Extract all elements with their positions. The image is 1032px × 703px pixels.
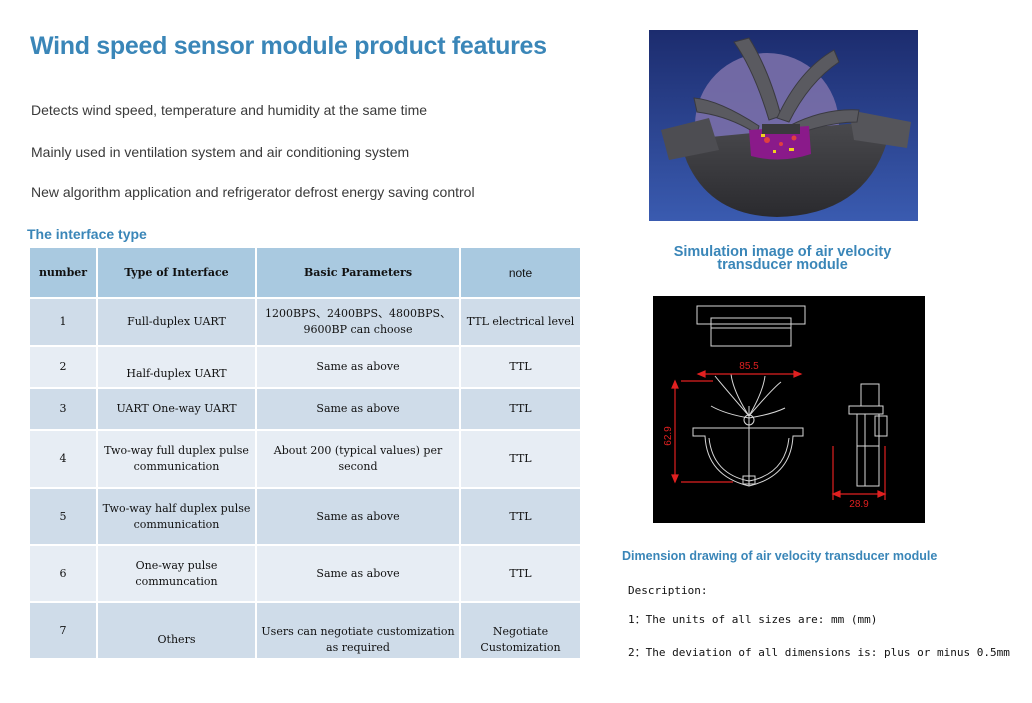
feature-item: New algorithm application and refrigerat…: [31, 184, 475, 200]
table-row: 6 One-way pulse communcation Same as abo…: [28, 544, 582, 603]
cell-note: TTL: [459, 345, 582, 389]
interface-table: number Type of Interface Basic Parameter…: [28, 246, 582, 660]
table-row: 5 Two-way half duplex pulse communicatio…: [28, 487, 582, 546]
table-row: 4 Two-way full duplex pulse communicatio…: [28, 429, 582, 489]
cell-type: Two-way full duplex pulse communication: [96, 429, 257, 489]
table-header-row: number Type of Interface Basic Parameter…: [28, 246, 582, 299]
cell-type: One-way pulse communcation: [96, 544, 257, 603]
cell-params: Same as above: [255, 487, 461, 546]
dimension-width-label: 85.5: [739, 361, 759, 372]
header-parameters: Basic Parameters: [255, 246, 461, 299]
table-row: 1 Full-duplex UART 1200BPS、2400BPS、4800B…: [28, 297, 582, 347]
feature-item: Detects wind speed, temperature and humi…: [31, 102, 428, 118]
cell-params: Users can negotiate customization as req…: [255, 601, 461, 660]
cell-type: Others: [96, 601, 257, 660]
cell-params: Same as above: [255, 345, 461, 389]
simulation-caption: Simulation image of air velocity transdu…: [673, 244, 892, 273]
interface-section-title: The interface type: [27, 226, 147, 242]
cell-type: Half-duplex UART: [96, 345, 257, 389]
cell-note: Negotiate Customization: [459, 601, 582, 660]
dimension-drawing: 85.5 62.9 28.9: [653, 296, 925, 523]
cell-note: TTL: [459, 429, 582, 489]
cell-number: 5: [28, 487, 98, 546]
cell-params: 1200BPS、2400BPS、4800BPS、 9600BP can choo…: [255, 297, 461, 347]
cell-number: 3: [28, 387, 98, 431]
dimension-caption: Dimension drawing of air velocity transd…: [622, 549, 938, 563]
description-item: 1：The units of all sizes are: mm (mm): [628, 613, 878, 626]
table-row: 2 Half-duplex UART Same as above TTL: [28, 345, 582, 389]
cell-number: 6: [28, 544, 98, 603]
cell-type: UART One-way UART: [96, 387, 257, 431]
description-item: 2：The deviation of all dimensions is: pl…: [628, 646, 1010, 659]
cell-number: 1: [28, 297, 98, 347]
cell-params: Same as above: [255, 387, 461, 431]
cell-number: 2: [28, 345, 98, 389]
header-type: Type of Interface: [96, 246, 257, 299]
cell-type: Full-duplex UART: [96, 297, 257, 347]
header-note: note: [459, 246, 582, 299]
simulation-image: [649, 30, 918, 221]
cell-note: TTL: [459, 544, 582, 603]
page-title: Wind speed sensor module product feature…: [30, 32, 547, 60]
cell-number: 4: [28, 429, 98, 489]
cell-note: TTL: [459, 387, 582, 431]
table-row: 3 UART One-way UART Same as above TTL: [28, 387, 582, 431]
header-number: number: [28, 246, 98, 299]
cell-number: 7: [28, 601, 98, 660]
description-heading: Description:: [628, 584, 708, 597]
table-row: 7 Others Users can negotiate customizati…: [28, 601, 582, 660]
cell-type: Two-way half duplex pulse communication: [96, 487, 257, 546]
cell-params: Same as above: [255, 544, 461, 603]
cell-note: TTL: [459, 487, 582, 546]
cell-params: About 200 (typical values) per second: [255, 429, 461, 489]
feature-item: Mainly used in ventilation system and ai…: [31, 144, 410, 160]
cell-note: TTL electrical level: [459, 297, 582, 347]
dimension-height-label: 62.9: [663, 426, 674, 446]
dimension-depth-label: 28.9: [849, 499, 869, 510]
